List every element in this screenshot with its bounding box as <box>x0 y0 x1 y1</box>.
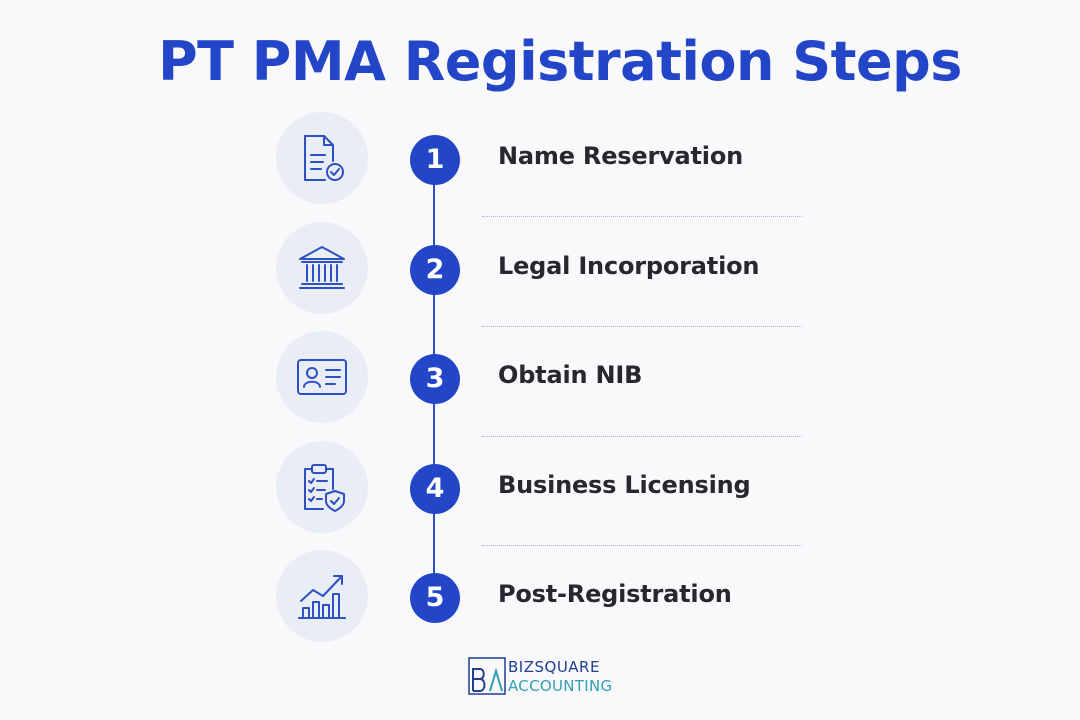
bizsquare-logo-icon <box>468 657 506 695</box>
step-label-4: Business Licensing <box>498 471 751 499</box>
step-1: 1 Name Reservation <box>0 112 1080 222</box>
step-label-1: Name Reservation <box>498 142 743 170</box>
page-title: PT PMA Registration Steps <box>158 30 962 93</box>
step-4: 4 Business Licensing <box>0 441 1080 551</box>
divider <box>482 545 802 546</box>
growth-chart-icon <box>276 550 368 642</box>
step-label-2: Legal Incorporation <box>498 252 760 280</box>
clipboard-shield-icon <box>276 441 368 533</box>
step-number-5: 5 <box>410 573 460 623</box>
bank-building-icon <box>276 222 368 314</box>
step-number-3: 3 <box>410 354 460 404</box>
brand-logo-block: BIZSQUARE ACCOUNTING <box>468 657 648 697</box>
document-check-icon <box>276 112 368 204</box>
step-2: 2 Legal Incorporation <box>0 222 1080 332</box>
step-label-3: Obtain NIB <box>498 361 643 389</box>
step-number-1: 1 <box>410 135 460 185</box>
divider <box>482 436 802 437</box>
step-3: 3 Obtain NIB <box>0 331 1080 441</box>
step-5: 5 Post-Registration <box>0 550 1080 660</box>
divider <box>482 216 802 217</box>
brand-subtitle: ACCOUNTING <box>508 677 613 695</box>
brand-name: BIZSQUARE <box>508 658 600 676</box>
step-number-2: 2 <box>410 245 460 295</box>
step-label-5: Post-Registration <box>498 580 732 608</box>
step-number-4: 4 <box>410 464 460 514</box>
id-card-icon <box>276 331 368 423</box>
divider <box>482 326 802 327</box>
